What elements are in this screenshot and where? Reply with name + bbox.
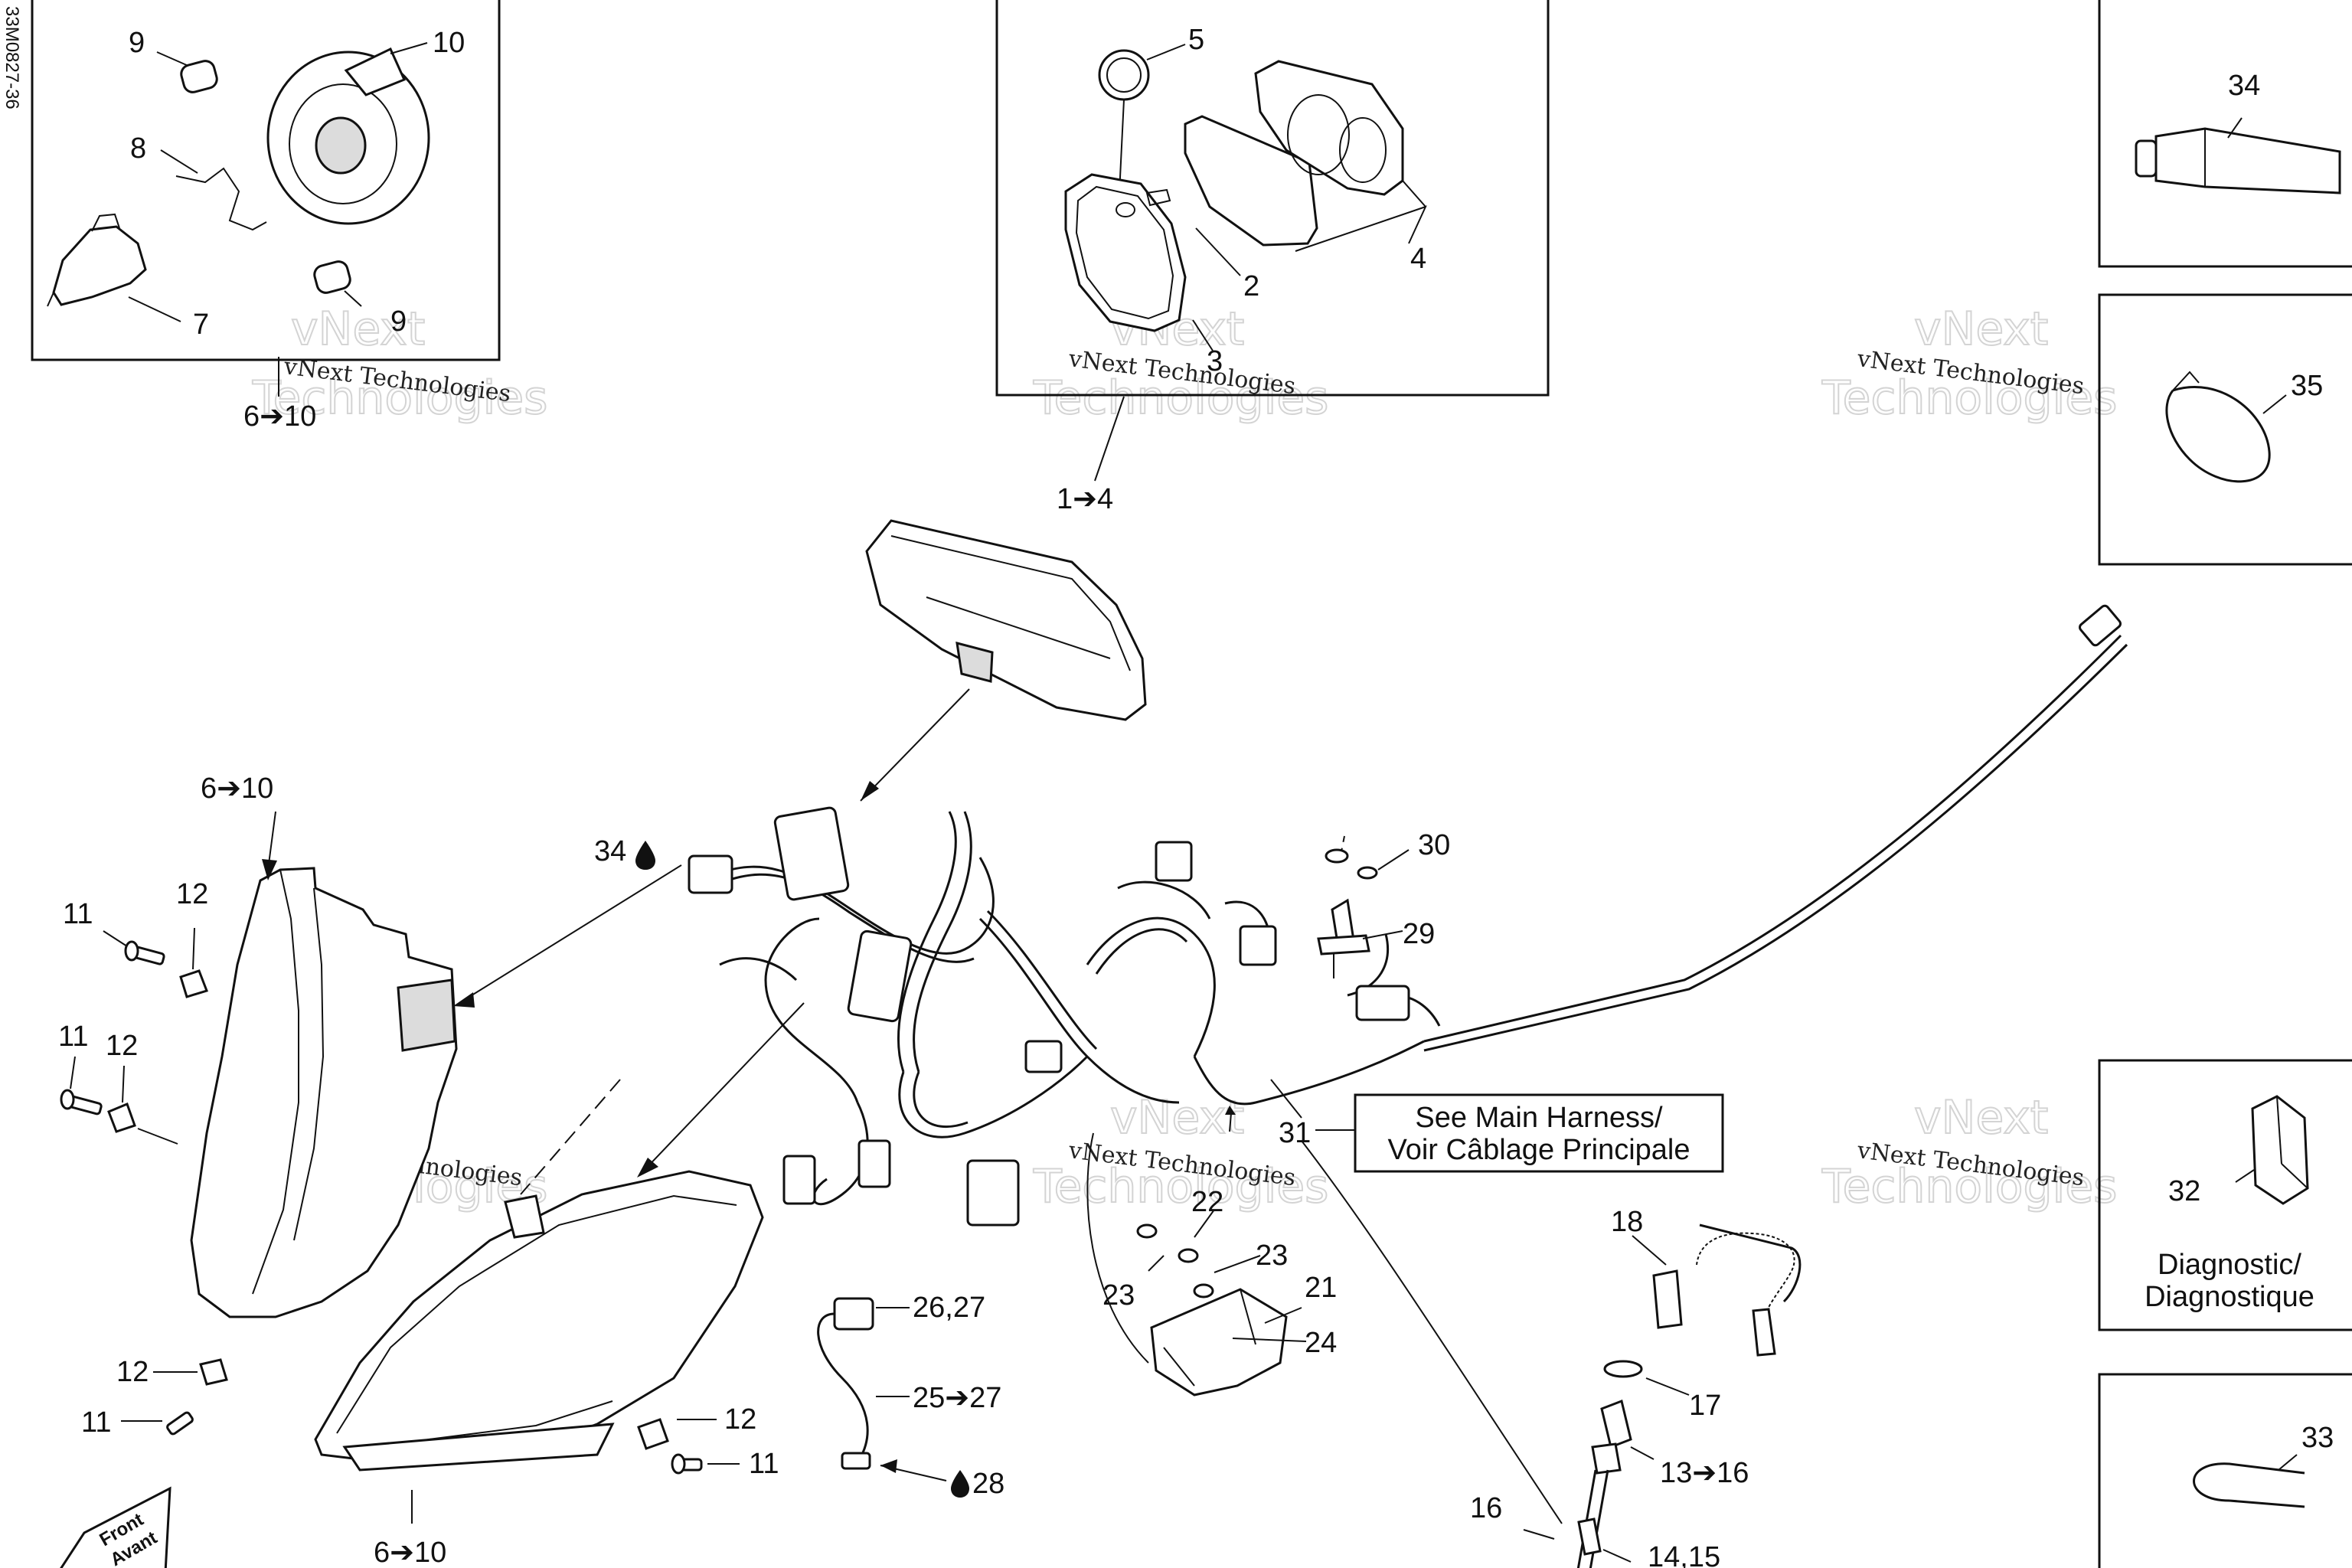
label-2: 2 bbox=[1243, 270, 1259, 302]
jumper-wire bbox=[2193, 1454, 2305, 1508]
label-6-10-bottom: 6➔10 bbox=[374, 1537, 446, 1568]
label-26-27: 26,27 bbox=[913, 1292, 985, 1324]
label-32: 32 bbox=[2168, 1175, 2200, 1207]
label-24: 24 bbox=[1305, 1327, 1337, 1359]
watermark-vnext-5: vNext bbox=[1110, 1091, 1244, 1145]
label-23-b: 23 bbox=[1102, 1279, 1135, 1312]
label-28: 28 bbox=[972, 1468, 1004, 1500]
watermark-tech-6: Technologies bbox=[1821, 1160, 2117, 1214]
inset-34-frame bbox=[2098, 0, 2352, 268]
label-33: 33 bbox=[2301, 1422, 2334, 1454]
diagnostic-connector bbox=[2235, 1095, 2309, 1205]
watermark-vnext-3: vNext bbox=[1914, 302, 2048, 356]
main-harness-label-en: See Main Harness/ bbox=[1415, 1102, 1663, 1134]
label-10: 10 bbox=[433, 27, 465, 59]
watermark-tech-1: Technologies bbox=[252, 371, 547, 425]
inset-gauge-frame bbox=[995, 0, 1550, 397]
drop-icon-28 bbox=[951, 1470, 969, 1498]
label-6-10-top: 6➔10 bbox=[243, 400, 316, 433]
arrow-harness-to-housing bbox=[459, 864, 682, 1004]
watermark-tech-3: Technologies bbox=[1821, 371, 2117, 425]
arrowhead-2 bbox=[637, 1158, 658, 1178]
arrow-harness-to-lens bbox=[642, 1002, 805, 1172]
label-11-c: 11 bbox=[81, 1406, 111, 1439]
gauge-assembly bbox=[1064, 44, 1427, 482]
main-harness-box bbox=[1354, 1093, 1724, 1173]
label-12-a: 12 bbox=[176, 878, 208, 910]
label-14-15: 14,15 bbox=[1648, 1541, 1720, 1568]
label-7: 7 bbox=[193, 309, 209, 341]
diagnostic-label-fr: Diagnostique bbox=[2145, 1281, 2314, 1313]
drop-icon-34 bbox=[635, 841, 655, 870]
label-35: 35 bbox=[2291, 370, 2323, 402]
label-21: 21 bbox=[1305, 1272, 1337, 1304]
fasteners bbox=[60, 927, 740, 1475]
label-9-top: 9 bbox=[129, 27, 145, 59]
inset-diagnostic-frame bbox=[2098, 1059, 2352, 1331]
label-18: 18 bbox=[1611, 1206, 1643, 1238]
label-11-b: 11 bbox=[58, 1021, 88, 1053]
label-23-a: 23 bbox=[1256, 1240, 1288, 1272]
headlight-housing-upper bbox=[190, 811, 458, 1318]
headlight-lens-lower bbox=[314, 1170, 764, 1524]
instrument-cluster bbox=[860, 519, 1147, 802]
clamp-assembly bbox=[2165, 371, 2287, 483]
label-17: 17 bbox=[1689, 1390, 1721, 1422]
module-21-24 bbox=[1086, 1132, 1307, 1396]
inset-headlight-frame bbox=[31, 0, 501, 361]
label-1-4: 1➔4 bbox=[1057, 483, 1113, 515]
label-8: 8 bbox=[130, 132, 146, 165]
label-3: 3 bbox=[1207, 345, 1223, 377]
label-13-16: 13➔16 bbox=[1660, 1457, 1749, 1489]
diagnostic-label-en: Diagnostic/ bbox=[2158, 1249, 2301, 1281]
label-11-d: 11 bbox=[749, 1448, 779, 1480]
label-34-box: 34 bbox=[2228, 70, 2260, 102]
label-16: 16 bbox=[1470, 1492, 1502, 1524]
tube-assembly bbox=[2135, 117, 2341, 194]
label-30: 30 bbox=[1418, 829, 1450, 861]
label-25-27: 25➔27 bbox=[913, 1382, 1001, 1414]
label-6-10-head: 6➔10 bbox=[201, 773, 273, 805]
drawing-id: 33M0827-36 bbox=[2, 6, 22, 109]
label-34-main: 34 bbox=[594, 835, 626, 867]
bulb-assembly bbox=[47, 42, 430, 397]
label-22: 22 bbox=[1191, 1186, 1223, 1218]
main-harness bbox=[688, 604, 2128, 1227]
dashed-leader bbox=[520, 1079, 621, 1195]
label-4: 4 bbox=[1410, 243, 1426, 275]
label-31: 31 bbox=[1279, 1117, 1311, 1149]
label-12-c: 12 bbox=[116, 1356, 149, 1388]
main-harness-callout bbox=[1225, 1079, 1724, 1173]
inset-33-frame bbox=[2098, 1373, 2352, 1568]
watermark-tech-2: Technologies bbox=[1033, 371, 1328, 425]
label-9-bottom: 9 bbox=[390, 305, 407, 338]
label-12-d: 12 bbox=[724, 1403, 756, 1436]
label-11-a: 11 bbox=[63, 898, 93, 930]
tether-assembly bbox=[1301, 1140, 1802, 1568]
sensor-29-30 bbox=[1317, 835, 1410, 978]
inset-35-frame bbox=[2098, 293, 2352, 566]
label-12-b: 12 bbox=[106, 1030, 138, 1062]
arrowhead-1 bbox=[453, 992, 475, 1008]
front-badge: Front Avant bbox=[60, 1486, 172, 1568]
watermark-tech-5: Technologies bbox=[1033, 1160, 1328, 1214]
label-29: 29 bbox=[1403, 918, 1435, 950]
main-harness-label-fr: Voir Câblage Principale bbox=[1387, 1134, 1690, 1166]
watermark-vnext-1: vNext bbox=[291, 302, 425, 356]
sensor-25-28 bbox=[817, 1297, 947, 1481]
label-5: 5 bbox=[1188, 24, 1204, 56]
watermark-vnext-6: vNext bbox=[1914, 1091, 2048, 1145]
watermark-group: vNext Technologies vNext Technologies vN… bbox=[251, 302, 2118, 1214]
